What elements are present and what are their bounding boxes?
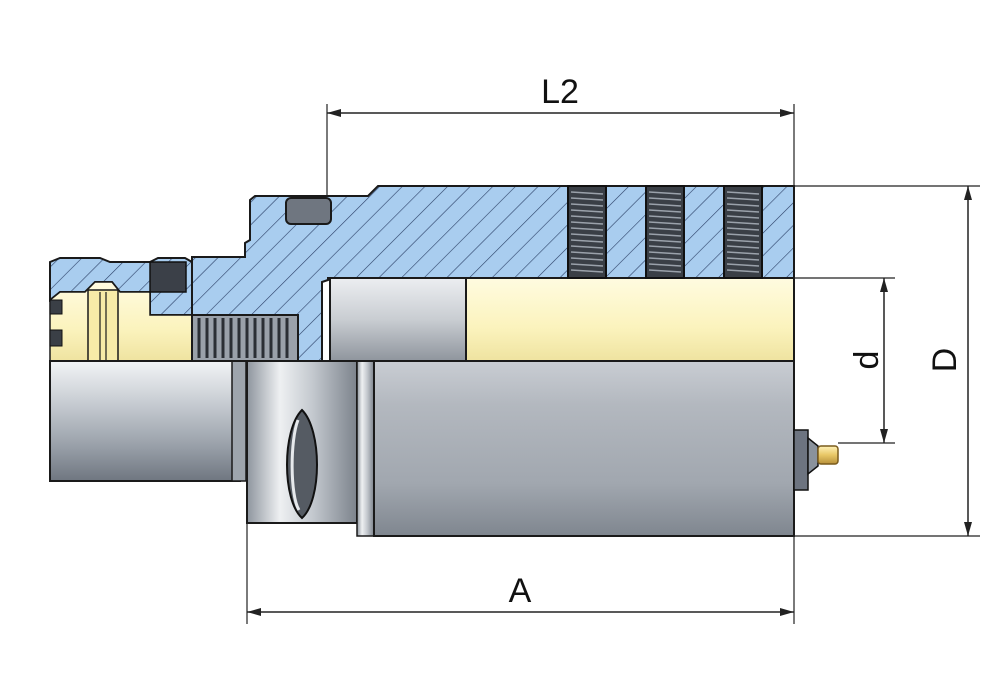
set-screw-2 <box>645 185 685 279</box>
thread-line <box>648 245 682 249</box>
thread-line <box>726 191 760 195</box>
shank-exterior <box>49 360 247 482</box>
serrated-ring <box>191 314 299 362</box>
dimension-label-d: d <box>848 351 886 370</box>
main-body-exterior <box>373 360 795 537</box>
thread-line <box>570 245 604 249</box>
thread-line <box>570 209 604 213</box>
dimension-label-D: D <box>926 348 964 373</box>
thread-line <box>570 197 604 201</box>
thread-line <box>648 221 682 225</box>
dimension-label-L2: L2 <box>541 73 579 111</box>
bore-plug <box>329 277 467 362</box>
dimension-d: d <box>794 277 895 444</box>
thread-line <box>648 209 682 213</box>
thread-line <box>570 203 604 207</box>
thread-line <box>648 263 682 267</box>
thread-line <box>726 215 760 219</box>
thread-line <box>726 251 760 255</box>
thread-line <box>726 197 760 201</box>
thread-line <box>648 227 682 231</box>
thread-line <box>726 269 760 273</box>
set-screw-1 <box>567 185 607 279</box>
thread-line <box>648 203 682 207</box>
dimension-L2: L2 <box>326 73 795 196</box>
thread-line <box>570 239 604 243</box>
thread-line <box>648 191 682 195</box>
thread-line <box>726 257 760 261</box>
dimension-label-A: A <box>509 572 532 610</box>
grease-fitting <box>793 429 839 491</box>
dimension-D: D <box>794 185 980 537</box>
thread-line <box>648 233 682 237</box>
thread-line <box>648 197 682 201</box>
thread-line <box>726 227 760 231</box>
thread-line <box>570 191 604 195</box>
thread-line <box>726 245 760 249</box>
thread-line <box>648 251 682 255</box>
thread-line <box>570 263 604 267</box>
bore <box>465 277 795 362</box>
thread-line <box>726 239 760 243</box>
key-section <box>285 197 332 225</box>
thread-line <box>726 209 760 213</box>
thread-line <box>726 203 760 207</box>
thread-line <box>726 263 760 267</box>
thread-line <box>648 269 682 273</box>
thread-line <box>648 239 682 243</box>
thread-line <box>570 251 604 255</box>
thread-line <box>570 215 604 219</box>
thread-line <box>648 215 682 219</box>
thread-line <box>570 221 604 225</box>
thread-line <box>726 221 760 225</box>
thread-line <box>570 269 604 273</box>
thread-line <box>726 233 760 237</box>
clamping-collar <box>246 360 375 537</box>
dimension-A: A <box>246 523 795 624</box>
thread-line <box>648 257 682 261</box>
thread-line <box>570 257 604 261</box>
set-screw-3 <box>723 185 763 279</box>
thread-line <box>570 233 604 237</box>
set-screws <box>567 185 763 279</box>
thread-line <box>570 227 604 231</box>
